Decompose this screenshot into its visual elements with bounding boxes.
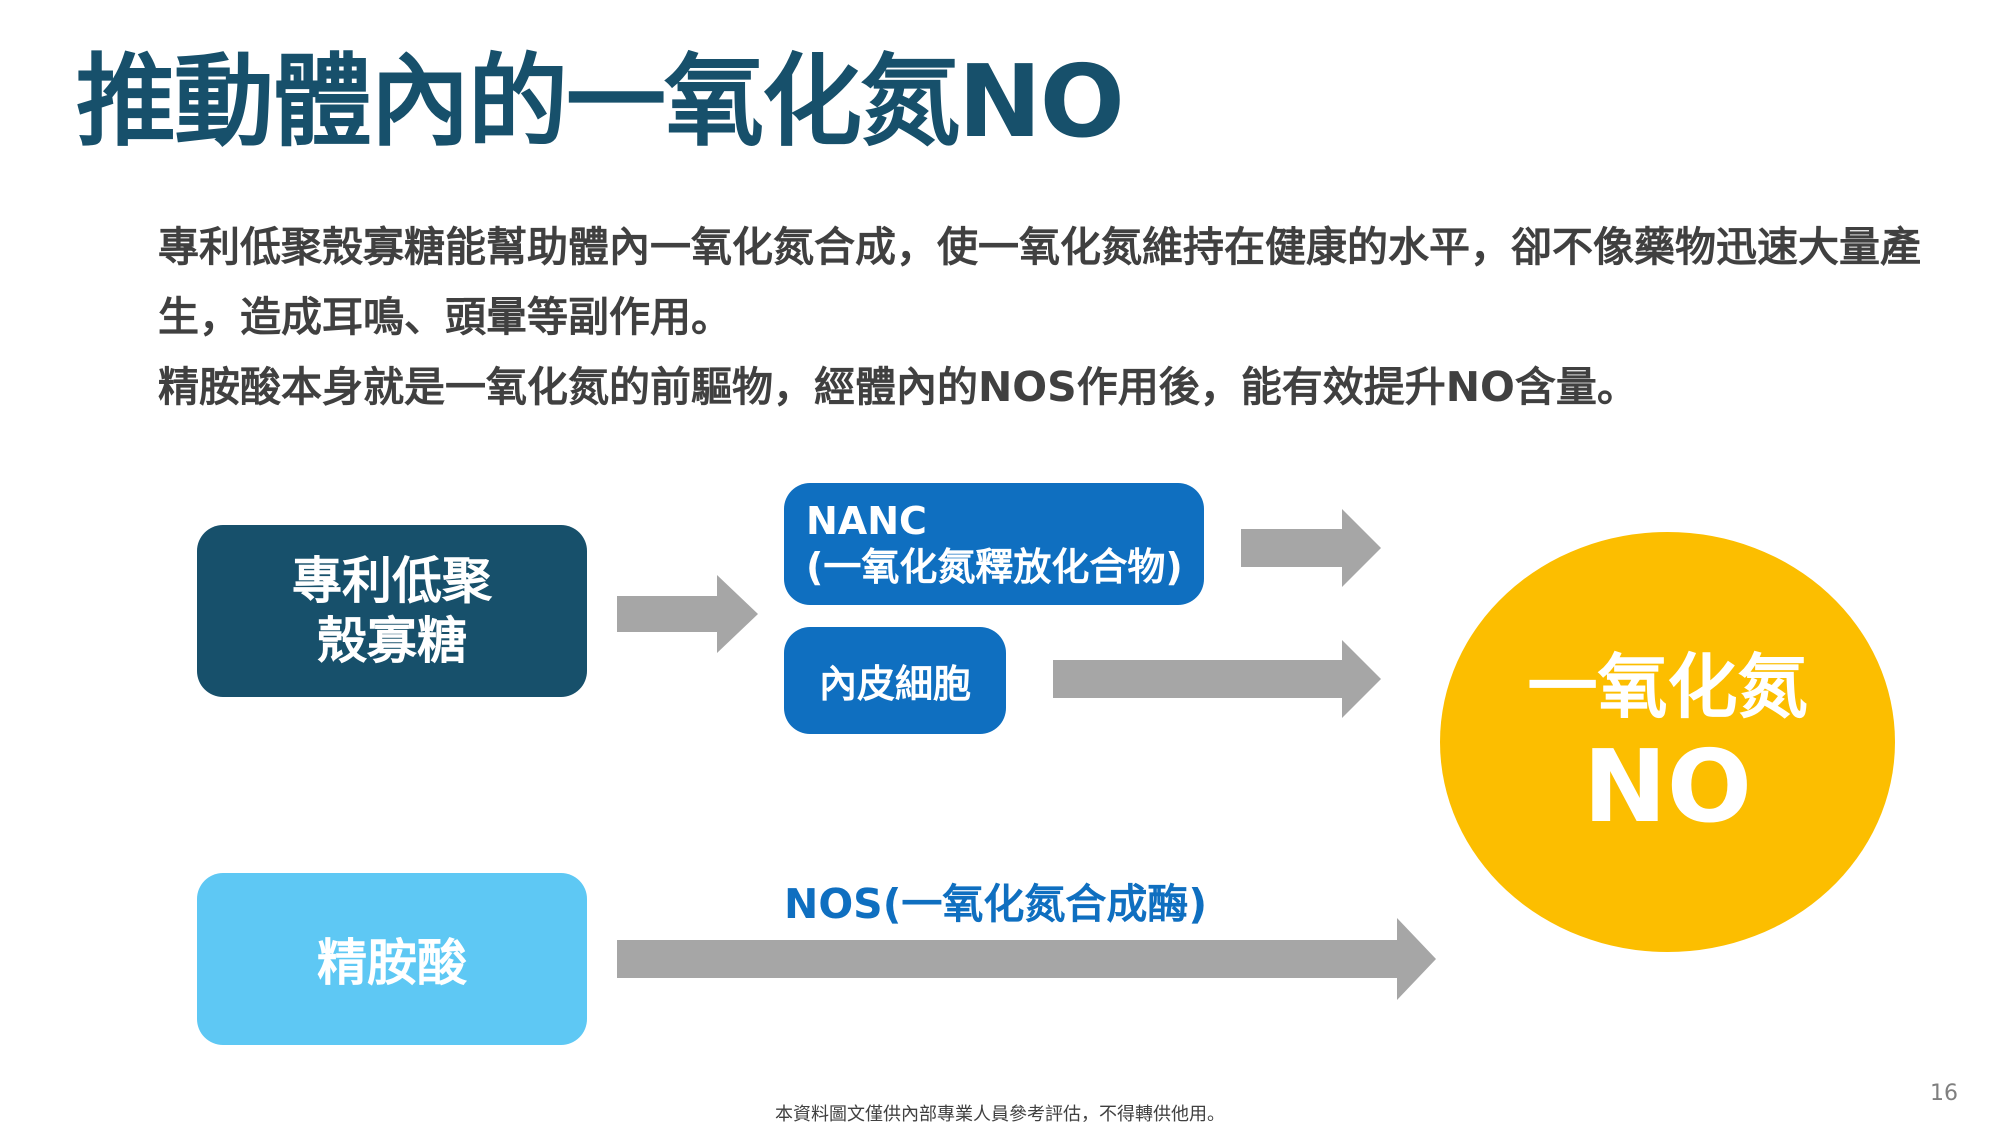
endothelial-cell-label: 內皮細胞 xyxy=(819,653,971,708)
arrow-nanc-to-no xyxy=(1241,509,1381,587)
arrow-source1-to-nanc xyxy=(617,575,758,653)
arrow-endothelial-to-no xyxy=(1053,640,1381,718)
nanc-box: NANC (一氧化氮釋放化合物) xyxy=(784,483,1204,605)
nanc-box-line-2: (一氧化氮釋放化合物) xyxy=(806,544,1183,590)
source-box-chitosan-oligosaccharide: 專利低聚 殼寡糖 xyxy=(197,525,587,697)
source-box-chitosan-line-2: 殼寡糖 xyxy=(317,611,467,671)
nitric-oxide-circle-line-1: 一氧化氮 xyxy=(1528,642,1808,732)
footer-disclaimer: 本資料圖文僅供內部專業人員參考評估，不得轉供他用。 xyxy=(0,1100,2000,1126)
nanc-box-line-1: NANC xyxy=(806,498,927,544)
nitric-oxide-circle: 一氧化氮 NO xyxy=(1440,532,1895,952)
source-box-arginine-label: 精胺酸 xyxy=(317,923,467,995)
nitric-oxide-circle-line-2: NO xyxy=(1583,732,1752,842)
nos-label: NOS(一氧化氮合成酶) xyxy=(784,870,1207,930)
source-box-arginine: 精胺酸 xyxy=(197,873,587,1045)
endothelial-cell-box: 內皮細胞 xyxy=(784,627,1006,734)
arrow-source2-to-no xyxy=(617,918,1436,1000)
source-box-chitosan-line-1: 專利低聚 xyxy=(292,551,492,611)
